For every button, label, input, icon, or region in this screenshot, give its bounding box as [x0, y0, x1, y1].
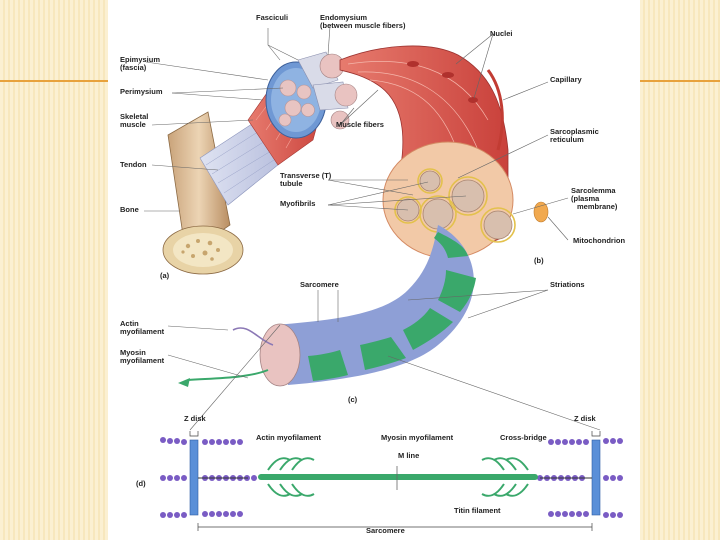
label-skeletal: Skeletal: [120, 112, 149, 121]
label-epimysium-note: (fascia): [120, 63, 147, 72]
label-panel-c: (c): [348, 395, 358, 404]
label-bone: Bone: [120, 205, 139, 214]
label-sarcolemma: Sarcolemma: [571, 186, 616, 195]
label-sarcomere-top: Sarcomere: [300, 280, 339, 289]
label-panel-a: (a): [160, 271, 170, 280]
label-panel-d: (d): [136, 479, 146, 488]
muscle-structure-illustration: [144, 25, 623, 531]
label-capillary: Capillary: [550, 75, 582, 84]
diagram-panel: Fasciculi Endomysium (between muscle fib…: [108, 0, 640, 540]
label-z-disk-right: Z disk: [574, 414, 596, 423]
title-rule-left: [0, 80, 108, 82]
label-tendon: Tendon: [120, 160, 147, 169]
label-muscle-fibers: Muscle fibers: [336, 120, 384, 129]
label-actin: Actin: [120, 319, 139, 328]
label-epimysium: Epimysium: [120, 55, 161, 64]
label-fasciculi: Fasciculi: [256, 13, 289, 22]
label-tubule: tubule: [280, 179, 303, 188]
label-titin-filament: Titin filament: [454, 506, 501, 515]
label-membrane: membrane): [577, 202, 618, 211]
label-cross-bridge: Cross-bridge: [500, 433, 547, 442]
title-rule-right: [640, 80, 720, 82]
label-nuclei: Nuclei: [490, 29, 513, 38]
label-panel-b: (b): [534, 256, 544, 265]
label-myosin-myofilament: Myosin myofilament: [381, 433, 454, 442]
label-plasma: (plasma: [571, 194, 600, 203]
label-endomysium-note: (between muscle fibers): [320, 21, 406, 30]
label-myofibrils: Myofibrils: [280, 199, 316, 208]
label-endomysium: Endomysium: [320, 13, 368, 22]
label-reticulum: reticulum: [550, 135, 584, 144]
label-myosin: Myosin: [120, 348, 146, 357]
label-sarcomere-bottom: Sarcomere: [366, 526, 405, 535]
label-transverse: Transverse (T): [280, 171, 332, 180]
label-m-line: M line: [398, 451, 420, 460]
label-actin-2: myofilament: [120, 327, 165, 336]
myofibril-illustration: [178, 225, 476, 387]
label-muscle: muscle: [120, 120, 146, 129]
label-myosin-2: myofilament: [120, 356, 165, 365]
label-actin-myofilament: Actin myofilament: [256, 433, 322, 442]
label-sarcoplasmic: Sarcoplasmic: [550, 127, 599, 136]
leader-lines: [144, 25, 601, 431]
label-z-disk-left: Z disk: [184, 414, 206, 423]
label-striations: Striations: [550, 280, 585, 289]
skeletal-muscle-illustration: [247, 51, 358, 166]
label-perimysium: Perimysium: [120, 87, 163, 96]
muscle-fiber-illustration: [339, 45, 549, 259]
sarcomere-illustration: [160, 431, 623, 531]
label-mitochondrion: Mitochondrion: [573, 236, 626, 245]
bone-illustration: [162, 111, 244, 275]
